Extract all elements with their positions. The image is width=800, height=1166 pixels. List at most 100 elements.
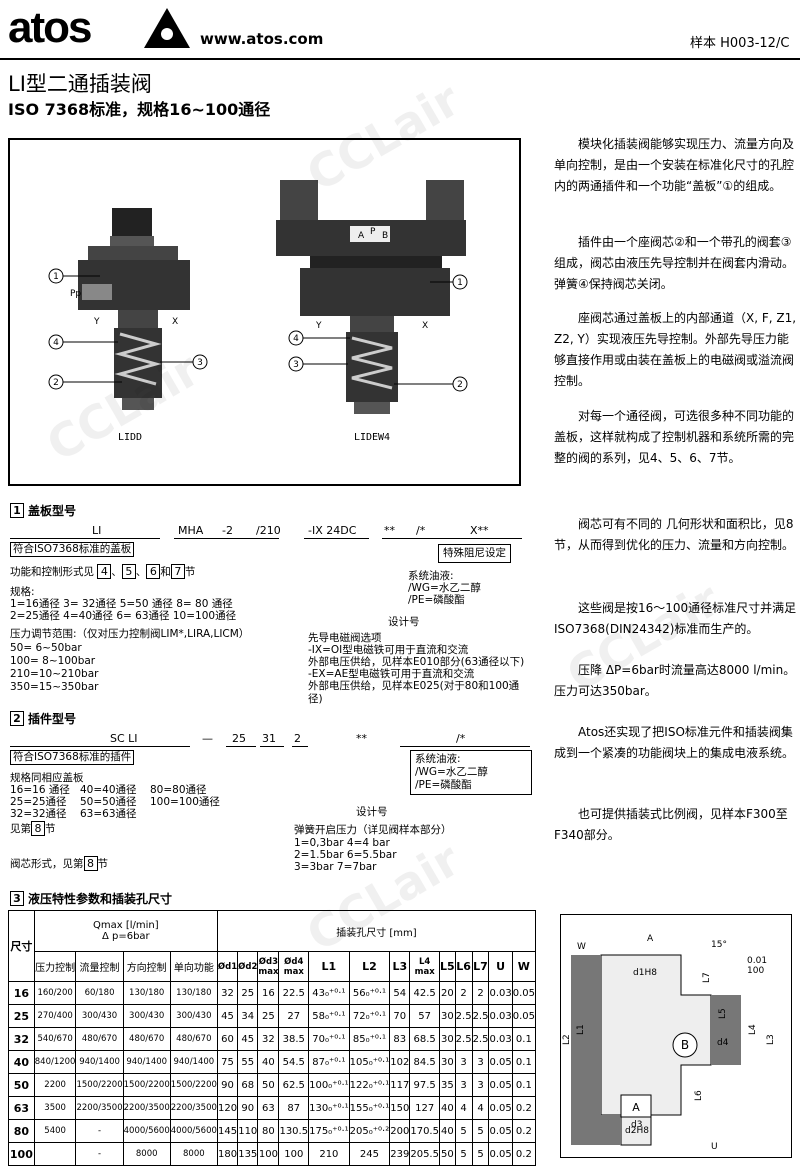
table-cell: 210 [308, 1142, 350, 1166]
table-cell: 45 [237, 1027, 259, 1051]
head-cavity: 插装孔尺寸 [mm] [216, 910, 537, 952]
intro-paragraph-7: 压降 ΔP=6bar时流量高达8000 l/min。压力可达350bar。 [554, 663, 796, 698]
table-cell: 3 [454, 1073, 473, 1097]
table-cell: 940/1400 [75, 1050, 124, 1074]
table-cell: 105₀⁺⁰·¹ [348, 1050, 391, 1074]
table-cell: 38.5 [278, 1027, 310, 1051]
size-title: 规格: [10, 586, 35, 598]
callout-4-left: 4 [53, 338, 59, 348]
table-cell: 54.5 [278, 1050, 310, 1074]
table-cell: 4 [471, 1096, 490, 1120]
table-cell: 175₀⁺⁰·¹ [308, 1119, 350, 1143]
angle-15-label: 15° [711, 940, 727, 950]
solenoid-line-2: -IX=OI型电磁铁可用于直流和交流 [308, 644, 469, 656]
table-cell: 16 [257, 981, 280, 1005]
atos-logo-triangle [144, 8, 190, 48]
table-cell: 300/430 [169, 1004, 218, 1028]
w-label: W [577, 942, 586, 952]
l7-label: L7 [702, 972, 712, 983]
table-cell: 3 [471, 1050, 490, 1074]
damping-box: 特殊阻尼设定 [438, 544, 511, 563]
table-cell: 2 [454, 981, 473, 1005]
callout-2-left: 2 [53, 378, 59, 388]
cavity-drawing: B A A d1H8 d2H8 d3 d4 L1 L2 L3 L4 L5 L6 … [562, 934, 776, 1152]
table-cell: 80 [257, 1119, 280, 1143]
table-cell: 50 [8, 1073, 35, 1097]
pressure-range-title: 压力调节范围:（仅对压力控制阀LIM*,LIRA,LICM） [10, 628, 250, 640]
table-cell: 90 [237, 1096, 259, 1120]
table-cell: 100 [257, 1142, 280, 1166]
table-cell: 60 [216, 1027, 239, 1051]
table-cell: 300/430 [122, 1004, 171, 1028]
y-label-left: Y [93, 317, 100, 327]
y-label-right: Y [315, 321, 322, 331]
table-cell: 200 [389, 1119, 411, 1143]
table-cell: 5 [471, 1142, 490, 1166]
table-cell: 30 [438, 1004, 456, 1028]
table-cell: 30 [438, 1050, 456, 1074]
table-cell: 90 [216, 1073, 239, 1097]
intro-paragraph-5: 阀芯可有不同的 几何形状和面积比，见8节，从而得到优化的压力、流量和方向控制。 [554, 517, 795, 552]
table-cell: - [75, 1119, 124, 1143]
table-cell: 0.03 [488, 1004, 513, 1028]
table-cell: 205.5 [409, 1142, 440, 1166]
table-cell: 68 [237, 1073, 259, 1097]
table-cell: 85₀⁺⁰·¹ [348, 1027, 391, 1051]
code-31: 31 [262, 732, 276, 745]
fluid-line-1b: /PE=磷酸酯 [408, 594, 465, 606]
table-cell: 87₀⁺⁰·¹ [308, 1050, 350, 1074]
a-port-label: A [358, 231, 365, 241]
table-cell: 0.05 [488, 1096, 513, 1120]
insert-iso-box: 符合ISO7368标准的插件 [10, 750, 135, 765]
table-cell: 60/180 [75, 981, 124, 1005]
table-cell: 42.5 [409, 981, 440, 1005]
table-cell: 32 [257, 1027, 280, 1051]
website-url[interactable]: www.atos.com [200, 30, 324, 48]
table-cell: 35 [438, 1073, 456, 1097]
section-2-number: 2 [10, 711, 24, 726]
table-cell: 55 [237, 1050, 259, 1074]
table-cell: 70₀⁺⁰·¹ [308, 1027, 350, 1051]
section-2-heading: 2 插件型号 [10, 710, 76, 727]
page-title: LI型二通插装阀 [8, 72, 152, 96]
table-cell: 300/430 [75, 1004, 124, 1028]
table-cell: - [75, 1142, 124, 1166]
table-cell: 100₀⁺⁰·¹ [308, 1073, 350, 1097]
code-design: ** [356, 732, 367, 745]
callout-4-right: 4 [293, 334, 299, 344]
table-cell: 120 [216, 1096, 239, 1120]
table-cell: 97.5 [409, 1073, 440, 1097]
table-cell: 34 [237, 1004, 259, 1028]
table-cell [33, 1142, 77, 1166]
size-line-1: 1=16通径 3= 32通径 5=50 通径 8= 80 通径 [10, 598, 233, 610]
lidew4-drawing [276, 180, 466, 414]
design-number-2: 设计号 [356, 806, 388, 818]
table-cell: 87 [278, 1096, 310, 1120]
table-cell: 122₀⁺⁰·¹ [348, 1073, 391, 1097]
table-cell: 100 [278, 1142, 310, 1166]
spring-title: 弹簧开启压力（详见阀样本部分） [294, 824, 452, 836]
d4-label: d4 [717, 1038, 729, 1048]
table-cell: 4000/5600 [122, 1119, 171, 1143]
table-cell: 170.5 [409, 1119, 440, 1143]
table-cell: 940/1400 [122, 1050, 171, 1074]
table-cell: 16 [8, 981, 35, 1005]
table-cell: 102 [389, 1050, 411, 1074]
table-cell: 0.05 [511, 1004, 537, 1028]
table-cell: 2200 [33, 1073, 77, 1097]
table-cell: 5 [471, 1119, 490, 1143]
table-cell: 4 [454, 1096, 473, 1120]
tol-1-label: 0.01 [747, 956, 767, 966]
table-cell: 5400 [33, 1119, 77, 1143]
table-cell: 2 [471, 981, 490, 1005]
table-cell: 43₀⁺⁰·¹ [308, 981, 350, 1005]
sample-number: 样本 H003-12/C [690, 36, 790, 51]
table-cell: 80 [8, 1119, 35, 1143]
table-cell: 2.5 [454, 1027, 473, 1051]
